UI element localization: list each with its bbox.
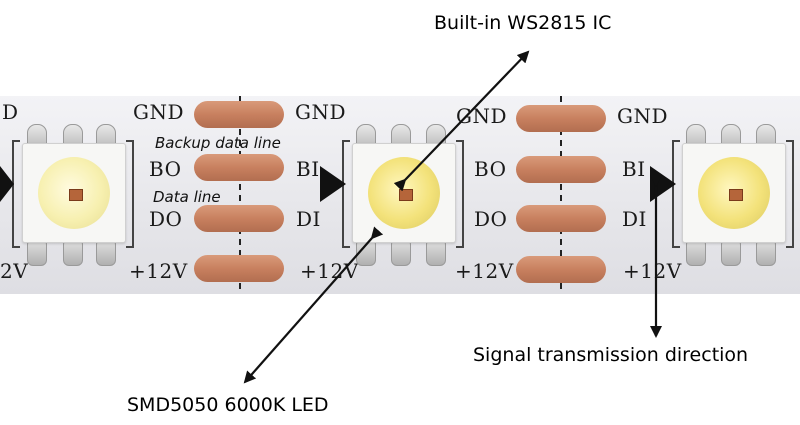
cut-line — [239, 96, 241, 294]
copper-pad-b — [194, 154, 284, 181]
silk-do: DO — [149, 207, 183, 231]
copper-pad-12v — [516, 256, 606, 283]
data-line-label: Data line — [153, 188, 221, 206]
smd5050-led — [22, 143, 126, 243]
cut-line — [560, 96, 562, 294]
silk-bo: BO — [149, 157, 182, 181]
ws2815-ic-chip — [729, 189, 743, 201]
silk-bi: BI — [622, 157, 646, 181]
copper-pad-gnd — [194, 101, 284, 128]
silk-edge-12v: 2V — [0, 259, 29, 283]
ws2815-ic-chip — [69, 189, 83, 201]
led-outline-bracket — [786, 140, 794, 248]
copper-pad-gnd — [516, 105, 606, 132]
silk-di: DI — [622, 207, 647, 231]
led-callout-label: SMD5050 6000K LED — [127, 394, 329, 416]
silk-gnd: GND — [617, 104, 669, 128]
silk-gnd: GND — [295, 100, 347, 124]
direction-triangle-icon — [650, 166, 676, 202]
led-outline-bracket — [12, 140, 20, 248]
ic-callout-arrow — [393, 50, 530, 192]
direction-triangle-icon — [320, 166, 346, 202]
copper-pad-d — [516, 205, 606, 232]
silk-bi: BI — [296, 157, 320, 181]
silk-gnd: GND — [133, 100, 185, 124]
led-callout-arrow — [243, 226, 384, 384]
silk-12v: +12V — [129, 259, 188, 283]
backup-data-line-label: Backup data line — [155, 134, 281, 152]
smd5050-led — [682, 143, 786, 243]
silk-12v: +12V — [455, 259, 514, 283]
ic-callout-label: Built-in WS2815 IC — [434, 12, 612, 34]
silk-do: DO — [474, 207, 508, 231]
led-outline-bracket — [672, 140, 680, 248]
direction-triangle-icon — [0, 166, 14, 202]
copper-pad-b — [516, 156, 606, 183]
silk-edge-gnd: D — [2, 100, 19, 124]
led-outline-bracket — [126, 140, 134, 248]
direction-callout-label: Signal transmission direction — [473, 344, 749, 366]
